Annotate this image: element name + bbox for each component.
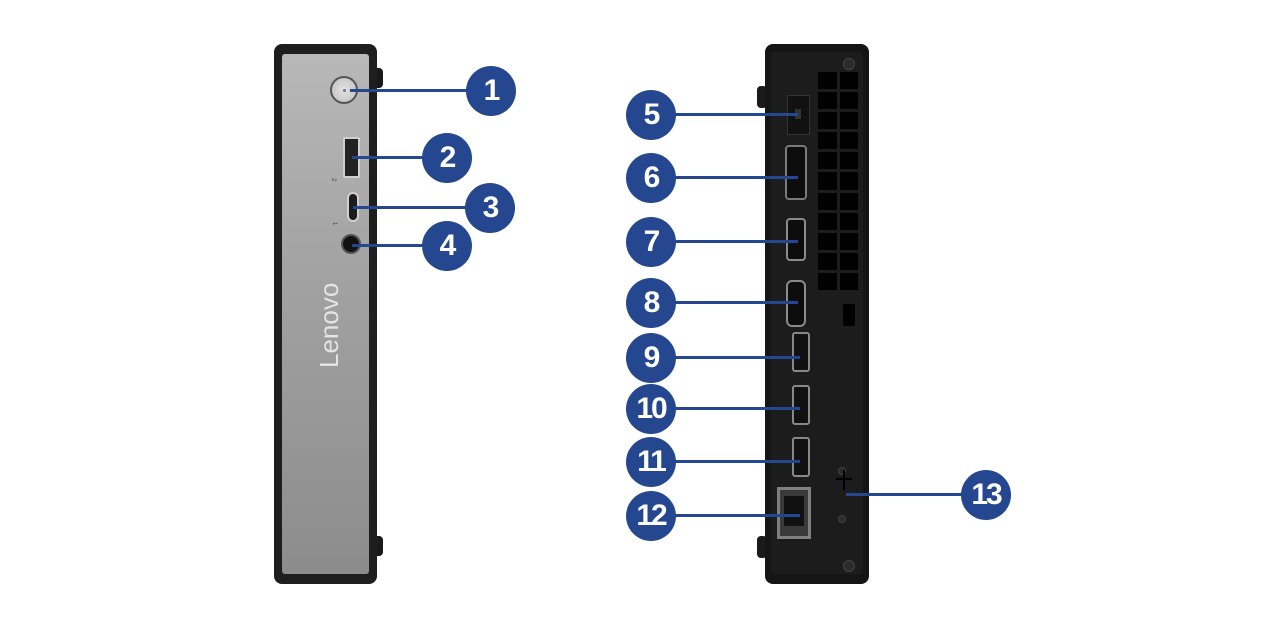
rear-foot-bottom [757,536,767,558]
callout-badge-12: 12 [626,491,676,541]
screw-top [843,58,855,70]
callout-badge-8: 8 [626,278,676,328]
callout-line-11 [670,460,800,463]
screw-antenna-bottom [838,515,846,523]
security-lock-slot[interactable] [843,304,855,326]
callout-line-1 [350,89,470,92]
callout-line-7 [670,240,798,243]
usb-a-port-rear-1[interactable] [792,332,810,372]
callout-badge-1: 1 [466,66,516,116]
screw-bottom [843,560,855,572]
screw-antenna-top [838,467,846,475]
callout-line-3 [353,206,468,209]
callout-line-2 [352,156,427,159]
callout-badge-7: 7 [626,217,676,267]
callout-line-9 [670,356,800,359]
usb-a-port-rear-3[interactable] [792,437,810,477]
usb-a-port-label: 2 [330,178,336,182]
rear-foot-top [757,86,767,108]
front-foot-top [373,68,383,88]
callout-badge-3: 3 [465,183,515,233]
callout-badge-2: 2 [422,133,472,183]
callout-badge-6: 6 [626,153,676,203]
callout-line-8 [670,301,798,304]
callout-line-4 [352,244,427,247]
antenna-connector-vertical [843,470,845,490]
callout-badge-4: 4 [422,221,472,271]
callout-line-6 [670,176,798,179]
callout-badge-5: 5 [626,90,676,140]
front-foot-bottom [373,536,383,556]
callout-line-12 [670,514,800,517]
callout-line-13 [846,493,966,496]
callout-badge-11: 11 [626,437,676,487]
callout-badge-9: 9 [626,333,676,383]
callout-badge-13: 13 [961,470,1011,520]
callout-badge-10: 10 [626,384,676,434]
ventilation-grille [818,72,858,290]
callout-line-5 [670,113,798,116]
usb-c-port-label: 1 [331,222,337,226]
lenovo-logo: Lenovo [314,282,344,368]
ethernet-port[interactable] [777,487,811,539]
displayport-1[interactable] [785,145,807,200]
usb-a-port-rear-2[interactable] [792,385,810,425]
power-connector[interactable] [787,95,810,135]
callout-line-10 [670,407,800,410]
displayport-2[interactable] [786,218,806,261]
